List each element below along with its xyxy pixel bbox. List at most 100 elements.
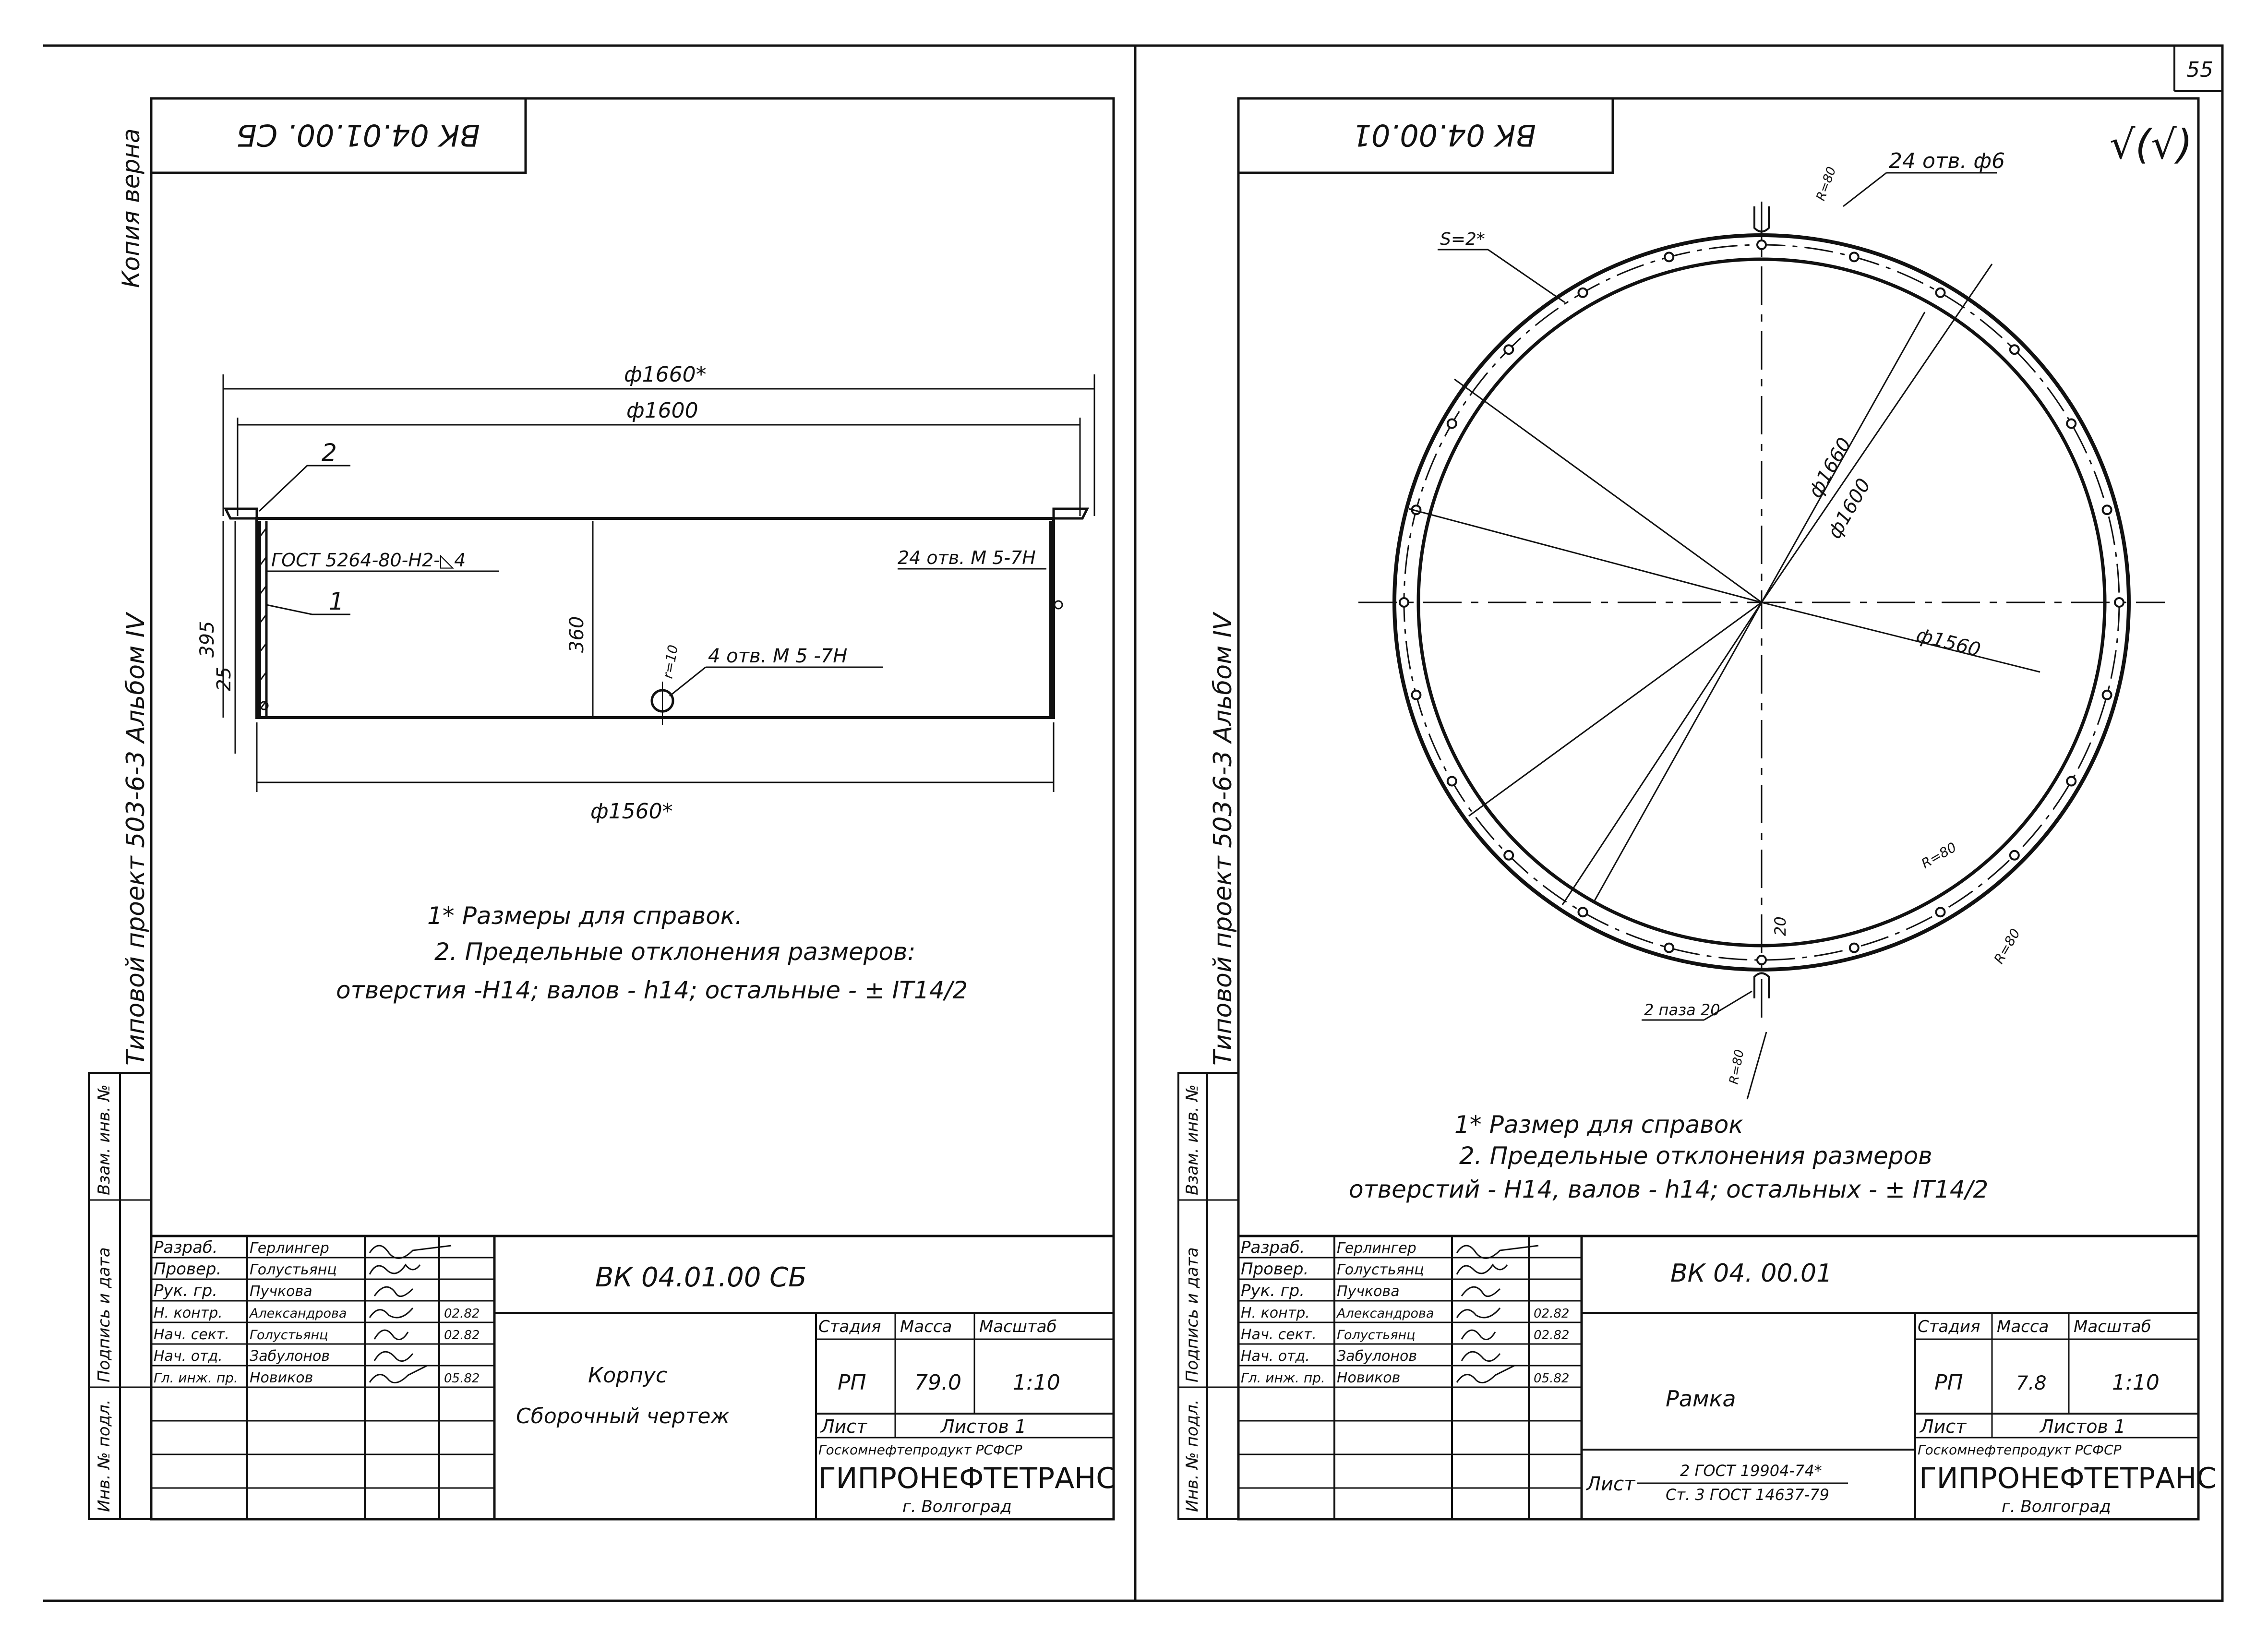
page-number: 55 bbox=[2186, 58, 2213, 82]
tb-left-org: ГИПРОНЕФТЕТРАНС bbox=[818, 1462, 1116, 1495]
tb-left-sheet: Лист bbox=[820, 1416, 868, 1437]
ring-hole bbox=[1935, 287, 1946, 298]
callout-4-holes: 4 отв. М 5 -7Н bbox=[708, 645, 847, 667]
tb-right-date-6: 05.82 bbox=[1534, 1371, 1569, 1386]
dim-r80-right: R=80 bbox=[1919, 839, 1959, 872]
ring-hole bbox=[1446, 776, 1457, 787]
dim-overall-diameter: ф1660* bbox=[624, 362, 707, 387]
tb-right-name-6: Новиков bbox=[1337, 1369, 1400, 1386]
left-note-1: 1* Размеры для справок. bbox=[427, 902, 743, 930]
right-sheet: ВК 04.00.01 √(√) Типовой проект 503-6-3 … bbox=[1177, 97, 2217, 1521]
dim-ring-1560: ф1560 bbox=[1914, 624, 1983, 661]
tb-right-stage: РП bbox=[1934, 1370, 1963, 1395]
tb-left-role-2: Рук. гр. bbox=[154, 1281, 217, 1300]
callout-item-1: 1 bbox=[329, 588, 344, 615]
tb-right-date-3: 02.82 bbox=[1534, 1307, 1569, 1321]
dim-inner-diameter: ф1600 bbox=[626, 398, 698, 423]
tb-left-city: г. Волгоград bbox=[902, 1497, 1012, 1516]
tb-right-scale: 1:10 bbox=[2112, 1370, 2160, 1395]
tb-right-name-4: Голустьянц bbox=[1337, 1328, 1416, 1343]
ring-hole bbox=[2009, 850, 2020, 861]
tb-left-name-3: Александрова bbox=[249, 1306, 347, 1321]
left-rotated-drawing-code: ВК 04.01.00. СБ bbox=[236, 118, 480, 153]
callout-weld: ГОСТ 5264-80-Н2-◺4 bbox=[271, 550, 466, 571]
tb-left-role-3: Н. контр. bbox=[154, 1305, 223, 1321]
tb-left-title-1: Корпус bbox=[588, 1363, 667, 1388]
tb-left-name-2: Пучкова bbox=[250, 1283, 312, 1300]
ring-hole bbox=[1411, 689, 1422, 700]
tb-left-hdr-stage: Стадия bbox=[818, 1317, 881, 1336]
ring-hole bbox=[1664, 252, 1675, 263]
tb-left-date-6: 05.82 bbox=[444, 1371, 480, 1386]
tb-right-name-2: Пучкова bbox=[1337, 1283, 1400, 1300]
right-rotated-drawing-code: ВК 04.00.01 bbox=[1353, 118, 1536, 153]
tb-right-role-4: Нач. сект. bbox=[1241, 1326, 1317, 1343]
right-col-repl: Взам. инв. № bbox=[1183, 1084, 1202, 1195]
dim-r80-side: R=80 bbox=[1991, 926, 2023, 967]
left-col-repl: Взам. инв. № bbox=[95, 1084, 114, 1195]
tb-right-role-6: Гл. инж. пр. bbox=[1241, 1370, 1325, 1386]
tb-left-scale: 1:10 bbox=[1013, 1370, 1060, 1395]
ring-hole bbox=[1446, 418, 1457, 429]
dim-bottom-diameter: ф1560* bbox=[590, 799, 673, 824]
left-note-2: 2. Предельные отклонения размеров: bbox=[434, 938, 915, 966]
right-col-sign: Подпись и дата bbox=[1183, 1247, 1202, 1382]
dim-slots: 2 паза 20 bbox=[1644, 1001, 1720, 1019]
tb-right-hdr-stage: Стадия bbox=[1918, 1317, 1980, 1336]
tb-left-role-4: Нач. сект. bbox=[154, 1326, 229, 1343]
ring-hole bbox=[1664, 942, 1675, 953]
left-note-3: отверстия -Н14; валов - h14; остальные -… bbox=[336, 976, 968, 1004]
tb-right-date-4: 02.82 bbox=[1534, 1328, 1569, 1343]
right-project-stamp: Типовой проект 503-6-3 Альбом IV bbox=[1209, 612, 1237, 1066]
tb-left-role-0: Разраб. bbox=[154, 1238, 218, 1257]
tb-left-doc-code: ВК 04.01.00 СБ bbox=[595, 1262, 807, 1293]
tb-right-name-5: Забулонов bbox=[1337, 1348, 1417, 1365]
left-sheet: ВК 04.01.00. СБ Копия верна Типовой прое… bbox=[88, 97, 1116, 1521]
tb-left-name-6: Новиков bbox=[250, 1369, 313, 1386]
tb-left-stage: РП bbox=[838, 1370, 866, 1395]
tb-left-ministry: Госкомнефтепродукт РСФСР bbox=[818, 1442, 1022, 1458]
dim-r80-bottom: R=80 bbox=[1727, 1048, 1747, 1085]
callout-24-holes: 24 отв. М 5-7Н bbox=[898, 547, 1036, 568]
dim-24-holes: 24 отв. ф6 bbox=[1889, 149, 2005, 173]
dim-height-395: 395 bbox=[196, 621, 218, 658]
right-note-2: 2. Предельные отклонения размеров bbox=[1459, 1142, 1932, 1170]
left-col-sign: Подпись и дата bbox=[95, 1247, 114, 1382]
frame-ring-drawing: ф1660 ф1600 ф1560 S=2* 24 отв. ф6 R=80 R… bbox=[1358, 149, 2165, 1100]
tb-right-title: Рамка bbox=[1666, 1386, 1736, 1412]
tb-right-material-prefix: Лист bbox=[1585, 1473, 1636, 1495]
ring-hole bbox=[2114, 597, 2124, 608]
tb-left-mass: 79.0 bbox=[914, 1370, 961, 1395]
tb-right-role-3: Н. контр. bbox=[1241, 1305, 1310, 1321]
ring-hole bbox=[2066, 776, 2077, 787]
tb-left-hdr-scale: Масштаб bbox=[979, 1317, 1057, 1336]
tb-left-date-4: 02.82 bbox=[444, 1328, 480, 1343]
right-col-inv: Инв. № подл. bbox=[1183, 1399, 1202, 1512]
tb-left-name-1: Голустьянц bbox=[250, 1261, 337, 1278]
tb-left-name-4: Голустьянц bbox=[250, 1328, 328, 1343]
tb-right-material-top: 2 ГОСТ 19904-74* bbox=[1680, 1462, 1822, 1480]
tb-left-role-6: Гл. инж. пр. bbox=[154, 1370, 238, 1386]
tb-right-doc-code: ВК 04. 00.01 bbox=[1670, 1259, 1832, 1288]
ring-hole bbox=[1577, 287, 1588, 298]
dim-inner-height-360: 360 bbox=[566, 616, 588, 653]
ring-holes bbox=[1399, 240, 2124, 965]
dim-thickness: S=2* bbox=[1440, 229, 1485, 249]
tb-right-city: г. Волгоград bbox=[2002, 1497, 2111, 1516]
tb-right-org: ГИПРОНЕФТЕТРАНС bbox=[1919, 1462, 2217, 1495]
tb-left-sheets: Листов 1 bbox=[940, 1416, 1026, 1437]
ring-hole bbox=[1503, 850, 1514, 861]
tb-left-hdr-mass: Масса bbox=[900, 1317, 952, 1336]
tb-right-mass: 7.8 bbox=[2016, 1372, 2047, 1394]
dim-small-r: r=10 bbox=[660, 644, 681, 680]
dim-flange-25: 25 bbox=[213, 667, 235, 691]
ring-hole bbox=[2009, 344, 2020, 355]
left-copy-stamp: Копия верна bbox=[117, 128, 145, 288]
dim-r80-top: R=80 bbox=[1813, 165, 1839, 203]
tb-right-role-5: Нач. отд. bbox=[1241, 1348, 1310, 1365]
ring-hole bbox=[2101, 689, 2112, 700]
tb-right-hdr-mass: Масса bbox=[1997, 1317, 2049, 1336]
tb-left-role-5: Нач. отд. bbox=[154, 1348, 223, 1365]
tb-right-role-2: Рук. гр. bbox=[1241, 1281, 1305, 1300]
